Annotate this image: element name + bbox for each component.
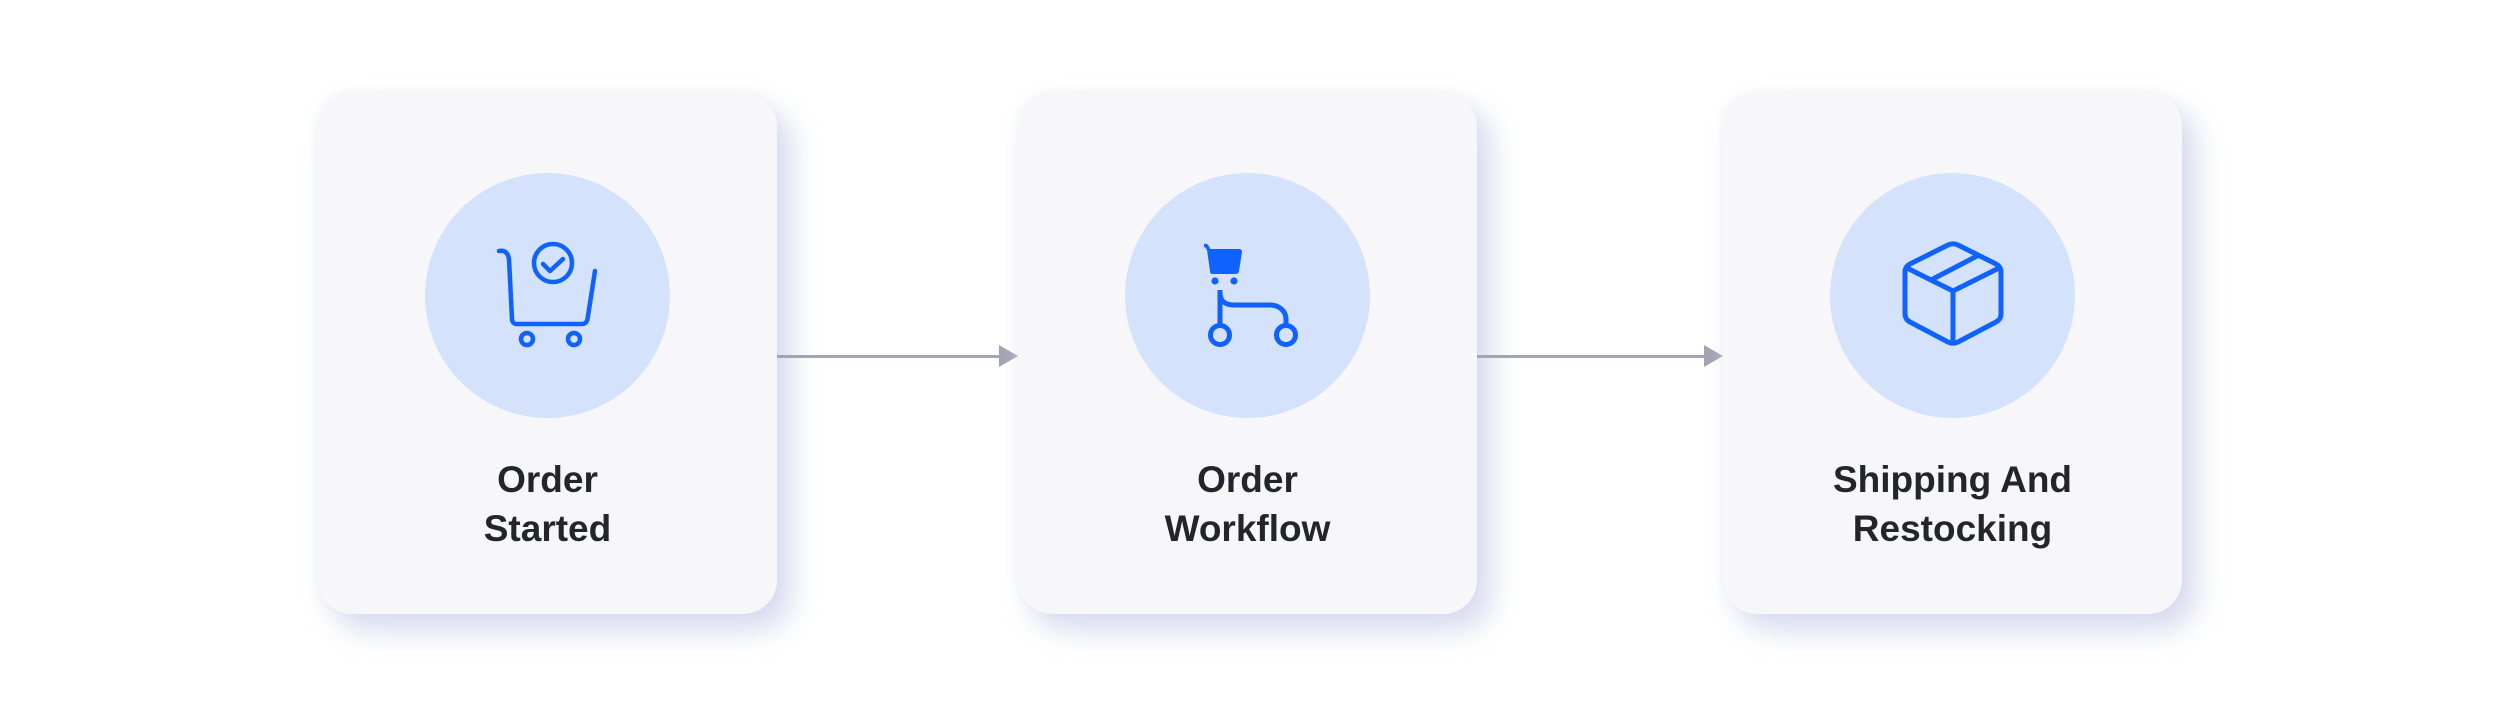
connector-arrow-2 [1477,345,1723,367]
step-label: Shipping And Restocking [1723,455,2182,553]
icon-circle [1830,173,2075,418]
icon-circle [1125,173,1370,418]
step-label-line2: Restocking [1852,508,2053,549]
step-label-line1: Shipping And [1832,459,2073,500]
arrowhead-icon [1704,345,1723,367]
step-card-order-started: Order Started [318,93,777,614]
step-card-order-workflow: Order Workflow [1018,93,1477,614]
step-label-line2: Started [483,508,612,549]
step-label-line1: Order [497,459,598,500]
step-label: Order Started [318,455,777,553]
connector-arrow-1 [777,345,1018,367]
icon-circle [425,173,670,418]
box-package-icon [1898,240,2008,351]
step-card-shipping-restocking: Shipping And Restocking [1723,93,2182,614]
step-label: Order Workflow [1018,455,1477,553]
arrowhead-icon [999,345,1018,367]
step-label-line2: Workflow [1164,508,1331,549]
step-label-line1: Order [1197,459,1298,500]
cart-workflow-icon [1193,241,1303,351]
cart-check-icon [493,241,603,351]
arrow-line [777,355,1001,358]
arrow-line [1477,355,1706,358]
